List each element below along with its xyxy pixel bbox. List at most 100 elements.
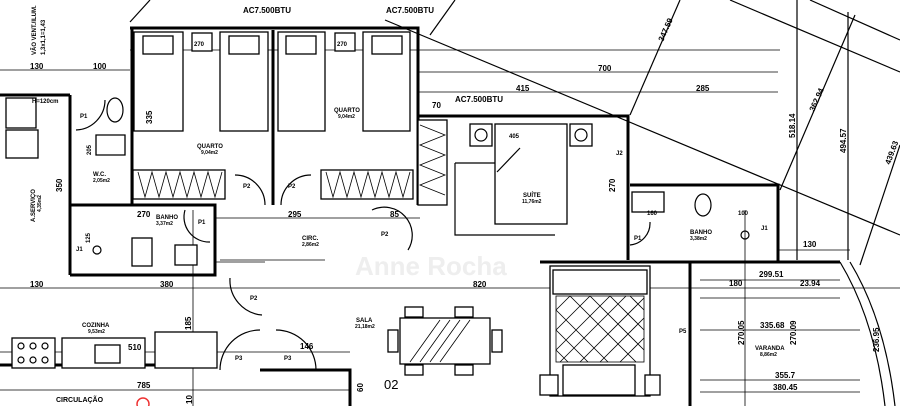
- watermark: Anne Rocha: [355, 251, 507, 281]
- room-servico: A.SERVIÇO: [31, 189, 37, 222]
- dim: 362.94: [808, 86, 826, 113]
- dim: 130: [803, 240, 817, 249]
- dim: 70: [432, 101, 441, 110]
- dim: 146: [300, 342, 314, 351]
- marker-icon: [136, 397, 150, 406]
- dim: 494.57: [839, 128, 848, 153]
- dim: 270: [137, 210, 151, 219]
- site-lines: [129, 0, 900, 406]
- dim: 347.59: [657, 16, 675, 43]
- room-sala: SALA: [356, 318, 373, 324]
- living-furniture: [387, 230, 750, 397]
- room-circ-area: 2,86m2: [302, 242, 319, 248]
- ac-label: AC7.500BTU: [386, 6, 434, 15]
- dim: 236.95: [872, 327, 881, 352]
- dim: 270.09: [789, 320, 798, 345]
- window-j1: J1: [76, 247, 83, 253]
- dim: 85: [390, 210, 399, 219]
- unit-number: 02: [384, 377, 398, 392]
- suite-furniture: [417, 119, 712, 246]
- vent-label: VÃO VENT./ILUM.: [31, 5, 38, 55]
- dim: 23.94: [800, 279, 821, 288]
- dim: 785: [137, 381, 151, 390]
- wardrobe-icon: [417, 119, 448, 206]
- room-suite-area: 11,76m2: [522, 199, 542, 205]
- annotations: AC7.500BTU AC7.500BTU AC7.500BTU VÃO VEN…: [31, 5, 503, 406]
- toilet-icon: [694, 193, 712, 217]
- room-wc-area: 2,05m2: [93, 178, 110, 184]
- service-furniture: [5, 97, 413, 371]
- dim: 700: [598, 64, 612, 73]
- dim: 285: [696, 84, 710, 93]
- ac-label: AC7.500BTU: [455, 95, 503, 104]
- room-cozinha: COZINHA: [82, 323, 110, 329]
- dim: 60: [356, 383, 365, 392]
- door-p2: P2: [381, 232, 389, 238]
- room-circ: CIRC.: [302, 236, 319, 242]
- door-p3: P3: [235, 356, 243, 362]
- dim: 185: [184, 316, 193, 330]
- door-p1: P1: [80, 114, 88, 120]
- vent-dim: 1,3x1,1=1,43: [41, 19, 47, 55]
- dim: 180: [729, 279, 743, 288]
- dim: 820: [473, 280, 487, 289]
- dim: 100: [738, 211, 749, 217]
- dim: 130: [30, 280, 44, 289]
- room-quarto-2-area: 9,04m2: [338, 114, 355, 120]
- sink-icon: [174, 244, 198, 266]
- tank-icon: [5, 97, 37, 129]
- room-circulacao: CIRCULAÇÃO: [56, 395, 104, 404]
- room-quarto-1: QUARTO: [197, 144, 223, 150]
- room-cozinha-area: 9,53m2: [88, 329, 105, 335]
- dim: 299.51: [759, 270, 784, 279]
- dim: 518.14: [788, 113, 797, 138]
- room-banho: BANHO: [156, 215, 178, 221]
- room-banho-suite-area: 3,38m2: [690, 236, 707, 242]
- bedroom-furniture: 270 270: [132, 31, 414, 206]
- room-varanda: VARANDA: [755, 346, 785, 352]
- door-p5: P5: [679, 329, 687, 335]
- dim: 205: [87, 144, 93, 155]
- door-p1: P1: [198, 220, 206, 226]
- dim: 335.68: [760, 321, 785, 330]
- dim: 160: [647, 211, 658, 217]
- room-banho-area: 3,37m2: [156, 221, 173, 227]
- door-p2: P2: [288, 184, 296, 190]
- room-varanda-area: 8,86m2: [760, 352, 777, 358]
- door-p1: P1: [634, 236, 642, 242]
- room-wc: W.C.: [93, 172, 106, 178]
- fridge-icon: [154, 331, 218, 369]
- sink-icon: [94, 344, 121, 364]
- dim: 270: [608, 178, 617, 192]
- dim: 405: [509, 134, 520, 140]
- room-quarto-2: QUARTO: [334, 108, 360, 114]
- dim: 335: [145, 110, 154, 124]
- door-labels: P1 P1 P1 P2 P2 P2 P2 P3 P3 P5 J1 J1 J2: [76, 114, 768, 362]
- door-p2: P2: [250, 296, 258, 302]
- room-banho-suite: BANHO: [690, 230, 712, 236]
- window-j1: J1: [761, 226, 768, 232]
- window-j2: J2: [616, 151, 623, 157]
- door-p2: P2: [243, 184, 251, 190]
- dim: 125: [86, 232, 92, 243]
- room-suite: SUÍTE: [523, 191, 541, 199]
- nightstand-dim: 270: [337, 42, 348, 48]
- dim: 350: [55, 178, 64, 192]
- toilet-icon: [95, 134, 126, 156]
- room-sala-area: 21,18m2: [355, 324, 375, 330]
- bed-icon: [494, 123, 568, 225]
- dim: 10: [185, 395, 194, 404]
- dim: 100: [93, 62, 107, 71]
- nightstand-dim: 270: [194, 42, 205, 48]
- room-servico-area: 4,35m2: [37, 195, 43, 212]
- toilet-icon: [131, 237, 153, 267]
- dim: 510: [128, 343, 142, 352]
- dim: 380: [160, 280, 174, 289]
- dim: 380.45: [773, 383, 798, 392]
- dim: 415: [516, 84, 530, 93]
- ac-label: AC7.500BTU: [243, 6, 291, 15]
- room-labels: QUARTO 9,04m2 QUARTO 9,04m2 SUÍTE 11,76m…: [31, 108, 785, 404]
- sink-icon: [106, 97, 124, 123]
- dim: 270.05: [737, 320, 746, 345]
